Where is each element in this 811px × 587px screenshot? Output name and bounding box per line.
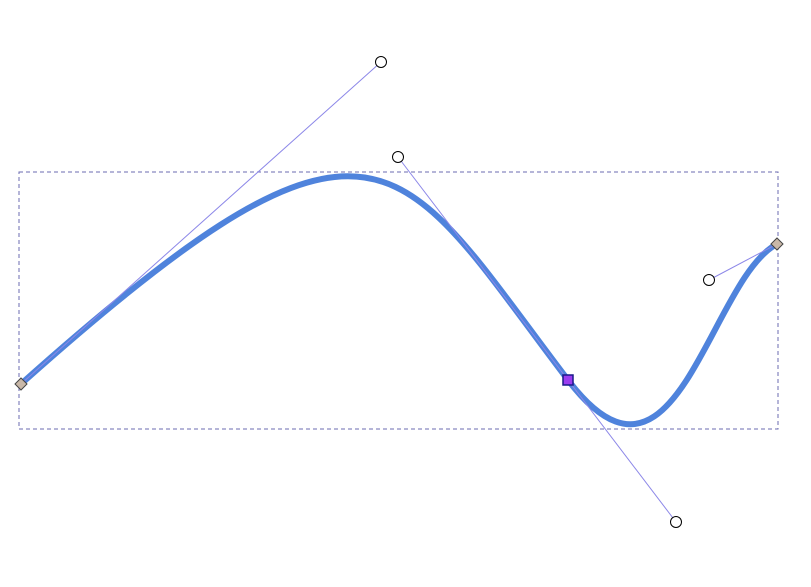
path-nodes — [14, 237, 784, 391]
handle-line-2-out — [567, 379, 677, 523]
handle-line-2-in — [397, 156, 569, 381]
handle-1-out[interactable] — [375, 56, 387, 68]
handle-line-3-in — [708, 243, 778, 281]
handle-3-in[interactable] — [703, 274, 715, 286]
bezier-path[interactable] — [18, 173, 780, 428]
handle-lines — [20, 61, 778, 523]
bounding-box — [18, 171, 779, 430]
cusp-node-end[interactable] — [770, 237, 784, 251]
control-handles — [375, 56, 715, 528]
handle-line-1-out — [20, 61, 382, 385]
handle-2-in[interactable] — [392, 151, 404, 163]
handle-2-out[interactable] — [670, 516, 682, 528]
cusp-node-start[interactable] — [14, 377, 28, 391]
smooth-node-selected[interactable] — [562, 374, 574, 386]
